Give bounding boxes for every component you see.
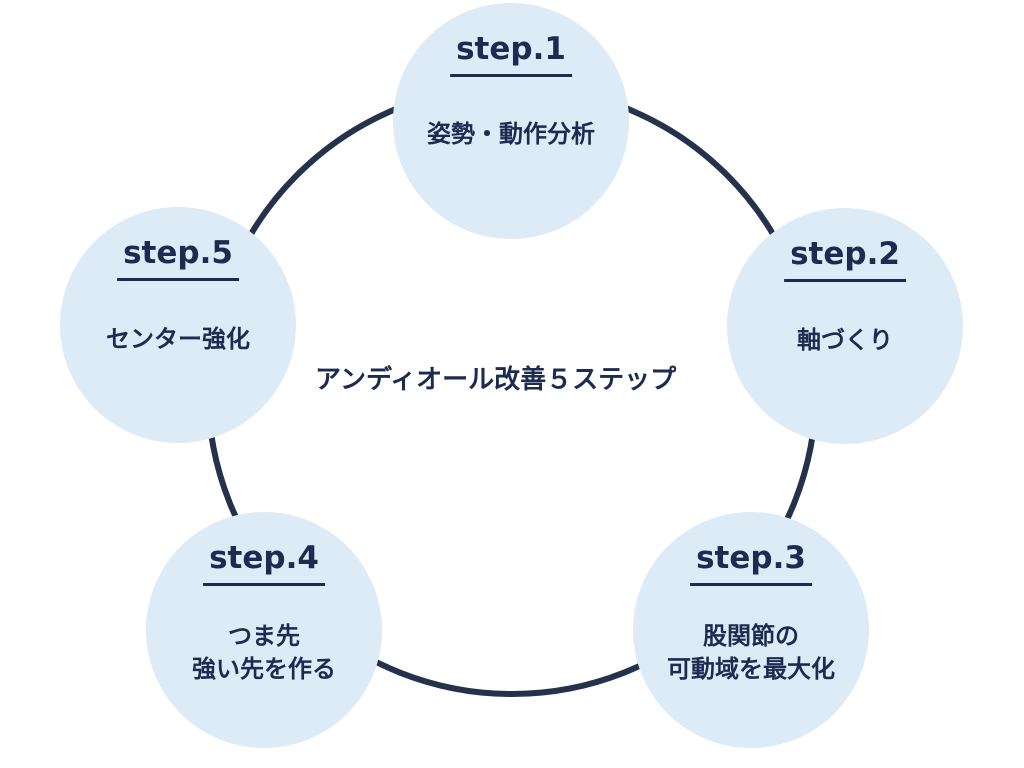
step-4-line-1: つま先 xyxy=(228,622,300,650)
step-3-line-2: 可動域を最大化 xyxy=(667,655,835,683)
step-4-text: つま先 強い先を作る xyxy=(146,620,382,686)
step-1-text: 姿勢・動作分析 xyxy=(393,118,629,151)
step-5-title: step.5 xyxy=(117,234,239,281)
step-2-title: step.2 xyxy=(784,235,906,282)
step-3-title: step.3 xyxy=(690,539,812,586)
step-1-title: step.1 xyxy=(450,30,572,77)
step-4-node: step.4 つま先 強い先を作る xyxy=(146,512,382,748)
diagram-center-title: アンディオール改善５ステップ xyxy=(315,365,677,395)
step-1-line-1: 姿勢・動作分析 xyxy=(427,120,595,148)
step-5-node: step.5 センター強化 xyxy=(60,207,296,443)
step-3-line-1: 股関節の xyxy=(703,622,799,650)
step-2-text: 軸づくり xyxy=(727,324,963,357)
step-5-line-1: センター強化 xyxy=(106,325,250,353)
step-2-line-1: 軸づくり xyxy=(797,326,893,354)
step-3-node: step.3 股関節の 可動域を最大化 xyxy=(633,512,869,748)
step-5-text: センター強化 xyxy=(60,323,296,356)
step-4-line-2: 強い先を作る xyxy=(192,655,336,683)
step-3-text: 股関節の 可動域を最大化 xyxy=(633,620,869,686)
step-4-title: step.4 xyxy=(203,539,325,586)
step-1-node: step.1 姿勢・動作分析 xyxy=(393,3,629,239)
step-2-node: step.2 軸づくり xyxy=(727,208,963,444)
